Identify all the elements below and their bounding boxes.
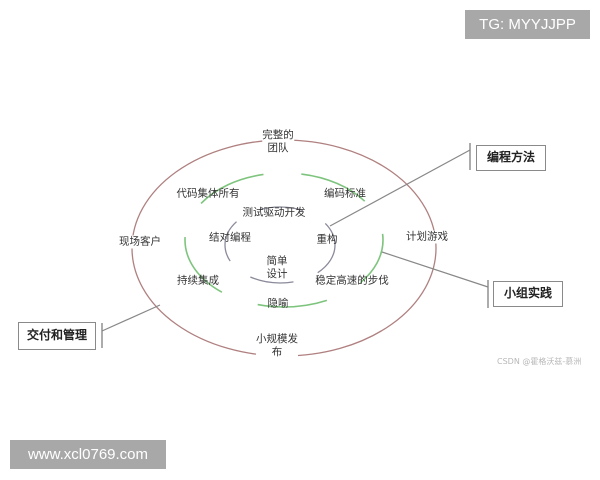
middle-ring xyxy=(184,172,384,308)
callout-team: 小组实践 xyxy=(493,281,563,307)
label-tdd: 测试驱动开发 xyxy=(242,206,306,219)
programming-connector xyxy=(329,149,471,227)
label-metaphor: 隐喻 xyxy=(267,297,289,310)
label-on-site-customer: 现场客户 xyxy=(119,235,161,249)
label-whole-team: 完整的 团队 xyxy=(262,129,294,155)
label-planning-game: 计划游戏 xyxy=(406,230,448,244)
team-connector xyxy=(381,251,489,288)
label-sustainable-pace: 稳定高速的步伐 xyxy=(315,274,389,287)
label-refactoring: 重构 xyxy=(316,233,338,246)
label-simple-design: 简单 设计 xyxy=(266,255,288,280)
inner-ring xyxy=(224,206,336,284)
outer-ring xyxy=(131,139,437,357)
tg-watermark: TG: MYYJJPP xyxy=(465,10,590,39)
label-collective-ownership: 代码集体所有 xyxy=(176,187,240,200)
label-small-releases: 小规模发 布 xyxy=(256,333,298,359)
url-watermark: www.xcl0769.com xyxy=(10,440,166,469)
callout-programming: 编程方法 xyxy=(476,145,546,171)
callout-delivery: 交付和管理 xyxy=(18,322,96,350)
label-continuous-integration: 持续集成 xyxy=(177,274,219,287)
label-pair-programming: 结对编程 xyxy=(209,231,251,244)
csdn-watermark: CSDN @霍格沃兹-慕洲 xyxy=(497,357,582,366)
delivery-connector xyxy=(101,304,161,332)
label-coding-standard: 编码标准 xyxy=(324,187,366,200)
